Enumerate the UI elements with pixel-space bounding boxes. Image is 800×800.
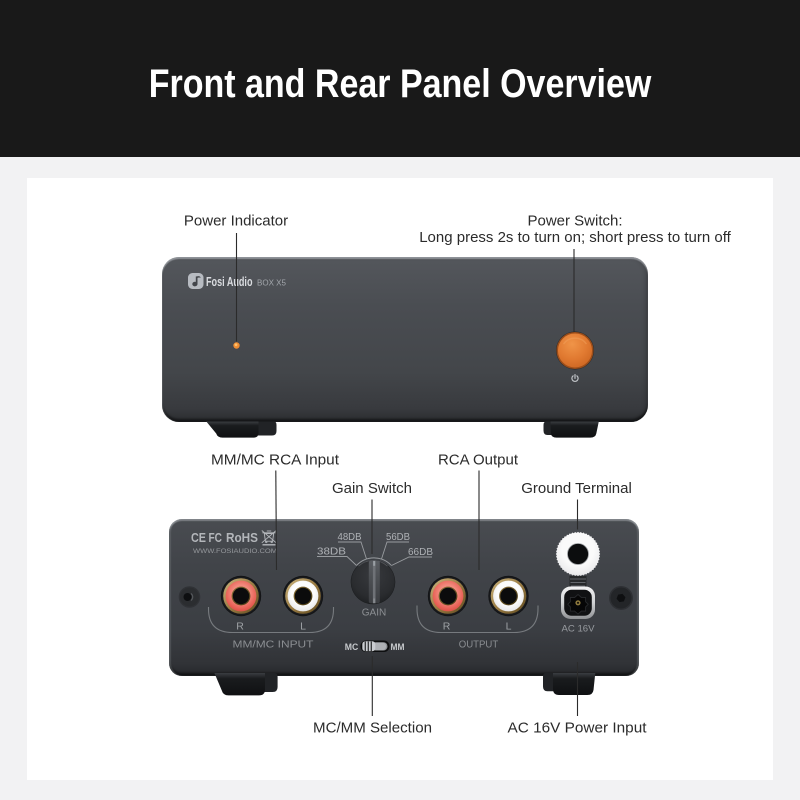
svg-text:MM/MC INPUT: MM/MC INPUT <box>233 639 315 651</box>
svg-text:56DB: 56DB <box>386 532 410 543</box>
svg-text:RCA Output: RCA Output <box>438 452 519 469</box>
svg-text:BOX X5: BOX X5 <box>257 278 286 288</box>
svg-text:Ground Terminal: Ground Terminal <box>521 480 632 497</box>
svg-text:Power Indicator: Power Indicator <box>184 213 288 230</box>
svg-text:FC: FC <box>209 531 223 545</box>
svg-text:Power Switch:: Power Switch: <box>527 213 622 230</box>
svg-text:L: L <box>506 621 512 633</box>
svg-text:CE: CE <box>191 531 206 545</box>
svg-text:RoHS: RoHS <box>226 530 258 545</box>
svg-text:66DB: 66DB <box>408 547 433 558</box>
svg-text:Long press 2s to turn on; shor: Long press 2s to turn on; short press to… <box>419 229 731 246</box>
svg-text:38DB: 38DB <box>317 547 346 558</box>
svg-text:Fosi Audio: Fosi Audio <box>206 275 253 289</box>
svg-text:AC 16V Power Input: AC 16V Power Input <box>508 720 648 737</box>
svg-text:MC/MM Selection: MC/MM Selection <box>313 720 432 737</box>
svg-text:GAIN: GAIN <box>362 608 387 619</box>
svg-text:AC 16V: AC 16V <box>562 624 596 635</box>
svg-text:Gain Switch: Gain Switch <box>332 480 412 497</box>
svg-text:R: R <box>236 621 244 633</box>
svg-text:L: L <box>300 621 306 633</box>
svg-text:OUTPUT: OUTPUT <box>459 639 499 651</box>
svg-text:WWW.FOSIAUDIO.COM: WWW.FOSIAUDIO.COM <box>193 548 277 555</box>
svg-text:MC: MC <box>345 642 359 653</box>
svg-text:48DB: 48DB <box>338 532 362 543</box>
svg-text:MM: MM <box>391 642 405 653</box>
svg-text:MM/MC RCA Input: MM/MC RCA Input <box>211 452 340 469</box>
svg-text:R: R <box>443 621 451 633</box>
